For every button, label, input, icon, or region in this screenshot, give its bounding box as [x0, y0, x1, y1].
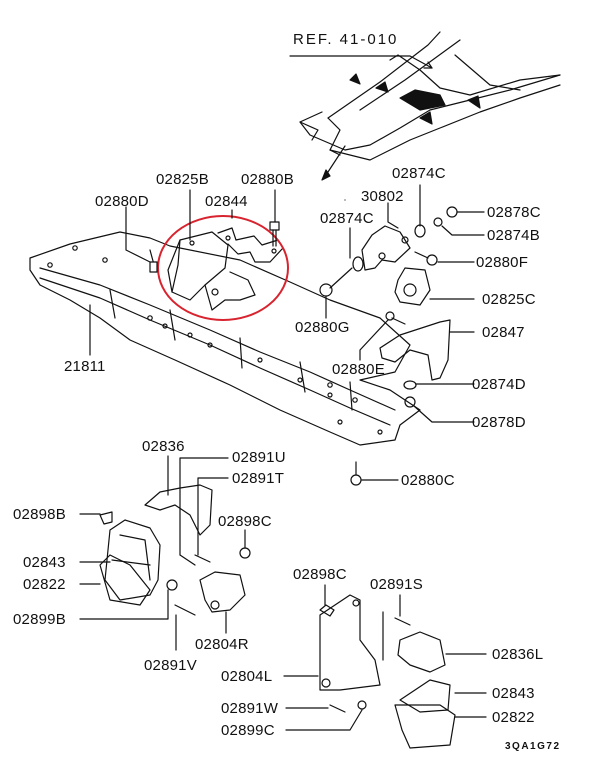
bolt-02880e — [385, 311, 406, 325]
part-label-02804l[interactable]: 02804L — [221, 668, 273, 685]
nut-02898c-left — [239, 547, 251, 559]
part-label-02880f[interactable]: 02880F — [476, 254, 529, 271]
bolts-02891u-02891t — [179, 554, 211, 566]
part-label-02822-left[interactable]: 02822 — [23, 576, 66, 593]
part-label-02891w[interactable]: 02891W — [221, 700, 279, 717]
part-label-02804r[interactable]: 02804R — [195, 636, 249, 653]
part-label-02891s[interactable]: 02891S — [370, 576, 423, 593]
part-label-02891t[interactable]: 02891T — [232, 470, 285, 487]
drawing-code: 3QA1G72 — [505, 741, 561, 752]
part-label-02880e[interactable]: 02880E — [332, 361, 385, 378]
bolt-02880c — [350, 461, 362, 486]
bracket-02804r — [199, 571, 246, 613]
leader-lines — [79, 184, 487, 731]
vehicle-frame-illustration — [289, 31, 561, 201]
highlight-circle — [157, 215, 289, 321]
part-label-02825c[interactable]: 02825C — [482, 291, 536, 308]
mount-02836l — [397, 631, 446, 673]
bolt-02891v — [174, 604, 196, 616]
part-label-02825b[interactable]: 02825B — [156, 171, 209, 188]
part-label-02836[interactable]: 02836 — [142, 438, 185, 455]
bolt-02880f — [414, 251, 438, 266]
part-label-02891v[interactable]: 02891V — [144, 657, 197, 674]
bracket-02847 — [379, 319, 451, 381]
part-label-02874b[interactable]: 02874B — [487, 227, 540, 244]
part-label-02880b[interactable]: 02880B — [241, 171, 294, 188]
nut-02878d — [404, 396, 416, 408]
part-label-02899b[interactable]: 02899B — [13, 611, 66, 628]
mount-02825c — [394, 267, 431, 306]
part-label-02898b[interactable]: 02898B — [13, 506, 66, 523]
nut-02898b — [99, 511, 113, 525]
part-label-02847[interactable]: 02847 — [482, 324, 525, 341]
part-label-02844[interactable]: 02844 — [205, 193, 248, 210]
part-label-02874c-left[interactable]: 02874C — [320, 210, 374, 227]
pointer-arrow — [325, 145, 346, 176]
part-label-02878c[interactable]: 02878C — [487, 204, 541, 221]
bolt-02880d — [149, 249, 158, 273]
part-label-02899c[interactable]: 02899C — [221, 722, 275, 739]
part-label-02822-right[interactable]: 02822 — [492, 709, 535, 726]
part-label-21811[interactable]: 21811 — [64, 358, 106, 375]
washer-02874c-left — [352, 256, 364, 272]
washer-02874d — [403, 380, 417, 390]
part-label-02880c[interactable]: 02880C — [401, 472, 455, 489]
insulator-02843-right — [399, 679, 451, 713]
bolt-02899c — [357, 700, 367, 710]
part-label-02898c-right[interactable]: 02898C — [293, 566, 347, 583]
nut-02878c — [446, 206, 458, 218]
part-label-02843-right[interactable]: 02843 — [492, 685, 535, 702]
part-label-30802[interactable]: 30802 — [361, 188, 404, 205]
bolt-02891s — [394, 617, 411, 626]
part-label-02874d[interactable]: 02874D — [472, 376, 526, 393]
washer-02874c-top — [414, 224, 426, 238]
bracket-02804l — [319, 594, 381, 691]
part-label-02898c-left[interactable]: 02898C — [218, 513, 272, 530]
part-label-02836l[interactable]: 02836L — [492, 646, 544, 663]
reference-label[interactable]: REF. 41-010 — [293, 31, 399, 48]
engine-mount-assembly-highlighted — [167, 227, 284, 311]
bracket-30802 — [361, 225, 411, 271]
bolt-02891w — [329, 704, 346, 713]
insulator-02843-left — [104, 519, 161, 601]
bracket-02822-right — [394, 704, 456, 749]
washer-02874b — [433, 217, 443, 227]
part-label-02878d[interactable]: 02878D — [472, 414, 526, 431]
mount-02836-right — [144, 484, 213, 536]
part-label-02880d[interactable]: 02880D — [95, 193, 149, 210]
bolt-02899b — [166, 579, 178, 591]
part-label-02843-left[interactable]: 02843 — [23, 554, 66, 571]
bracket-02822-left — [99, 554, 151, 606]
part-label-02880g[interactable]: 02880G — [295, 319, 350, 336]
nut-02898c-right — [319, 604, 335, 617]
bolt-02880g — [319, 267, 353, 297]
crossmember-illustration — [29, 231, 421, 446]
part-label-02874c-top[interactable]: 02874C — [392, 165, 446, 182]
part-label-02891u[interactable]: 02891U — [232, 449, 286, 466]
